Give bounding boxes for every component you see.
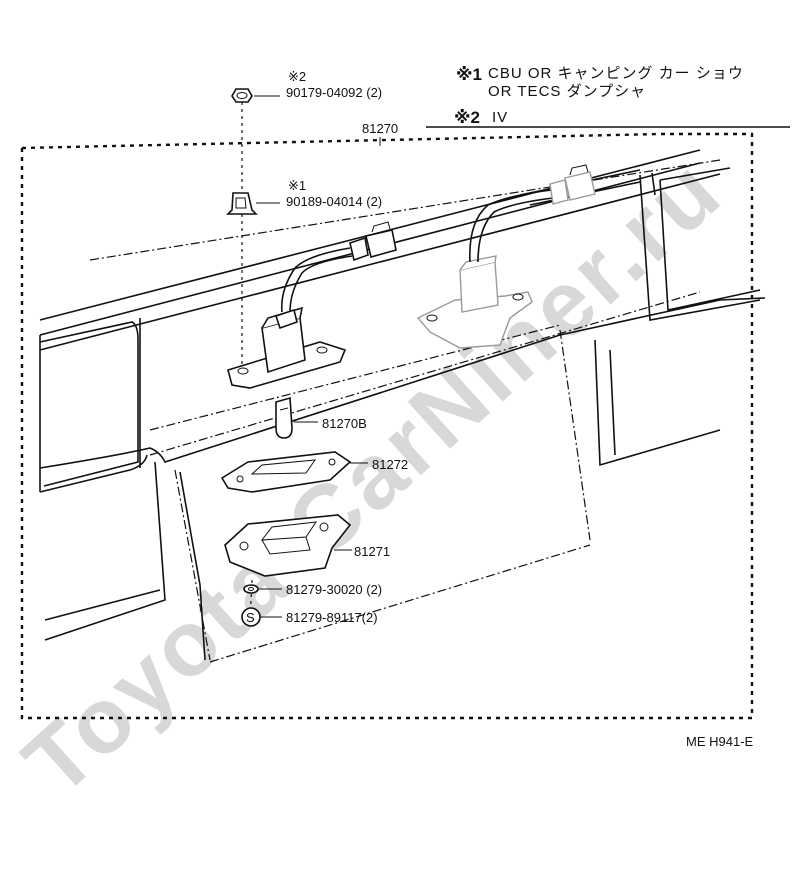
- note1-mark: ※1: [456, 65, 482, 84]
- bulb-icon: [275, 396, 293, 439]
- label-81270: 81270: [362, 121, 398, 136]
- label-washer: 81279-30020 (2): [286, 582, 382, 597]
- lamp-housing-icon: [227, 221, 397, 389]
- nut-icon: [231, 88, 253, 103]
- diagram-code: ME H941-E: [686, 734, 754, 749]
- lens-icon: [224, 514, 352, 577]
- label-lens: 81271: [354, 544, 390, 559]
- label-nut-ref: ※2: [288, 69, 306, 84]
- label-bulb: 81270B: [322, 416, 367, 431]
- assembly-boundary: [20, 132, 754, 720]
- note1-line2: OR TECS ダンプシャ: [488, 83, 646, 100]
- note2-text: IV: [492, 109, 508, 126]
- panel-chain-line-4: [174, 469, 211, 661]
- note2-mark: ※2: [454, 108, 480, 127]
- label-screw: 81279-89117(2): [286, 610, 378, 625]
- assembly-boundary-top: [21, 132, 661, 150]
- label-nut-number: 90179-04092 (2): [286, 85, 382, 100]
- panel-chain-line-5: [209, 544, 591, 663]
- lamp-housing-right-icon: [416, 164, 596, 349]
- label-clip-ref: ※1: [288, 178, 306, 193]
- label-gasket: 81272: [372, 457, 408, 472]
- panel-chain-line-3: [559, 329, 591, 541]
- gasket-icon: [220, 451, 352, 493]
- washer-icon: [243, 584, 259, 594]
- panel-chain-line-1: [149, 291, 701, 456]
- note1-line1: CBU OR キャンピング カー ショウ: [488, 65, 744, 82]
- screw-symbol: S: [246, 610, 255, 625]
- screw-icon: S: [241, 607, 261, 627]
- clip-icon: [226, 192, 258, 215]
- panel-chain-line-6: [89, 159, 721, 261]
- label-clip-number: 90189-04014 (2): [286, 194, 382, 209]
